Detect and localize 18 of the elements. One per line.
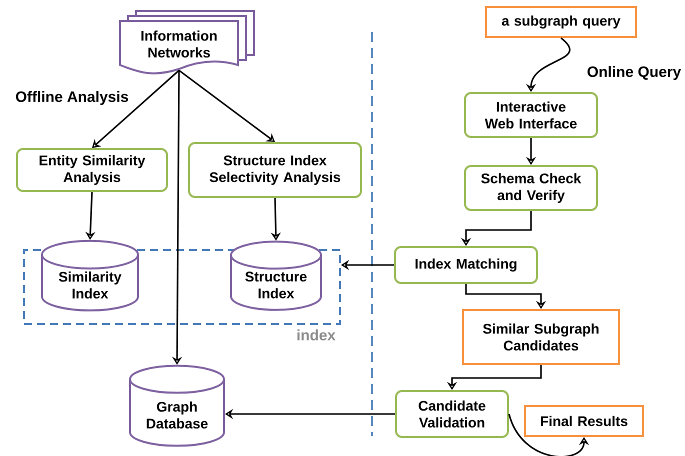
process-box: Index Matching: [394, 246, 538, 284]
node-label: index: [297, 329, 336, 340]
arrow: [178, 70, 275, 142]
process-box: Entity Similarity Analysis: [16, 148, 168, 192]
database-cylinder: Similarity Index: [41, 240, 139, 312]
arrow: [92, 70, 180, 148]
section-label: Offline Analysis: [16, 91, 128, 105]
process-box: Schema Check and Verify: [464, 165, 598, 211]
process-box: Candidate Validation: [395, 390, 509, 438]
database-cylinder: Structure Index: [230, 240, 322, 311]
result-box: Final Results: [524, 405, 644, 437]
database-cylinder: Graph Database: [129, 364, 225, 447]
edge-label: Online Query: [584, 64, 684, 82]
document-stack: Information Networks: [119, 10, 255, 74]
process-box: Structure Index Selectivity Analysis: [188, 142, 362, 198]
result-box: Similar Subgraph Candidates: [462, 309, 620, 365]
process-box: Interactive Web Interface: [464, 92, 598, 138]
query-box: a subgraph query: [485, 6, 637, 38]
